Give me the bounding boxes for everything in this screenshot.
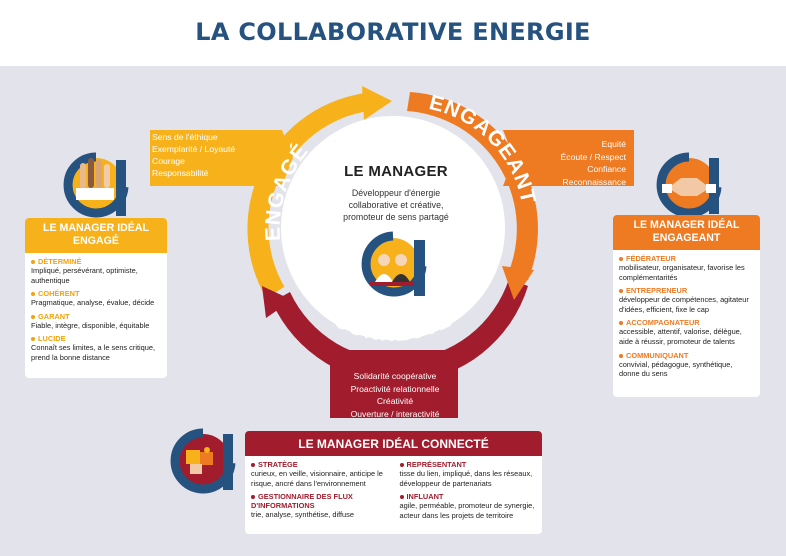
trait-title: GESTIONNAIRE DES FLUX D'INFORMATIONS [251, 492, 353, 511]
trait-desc: convivial, pédagogue, synthétique, donne… [619, 359, 733, 379]
card-header-line: ENGAGEANT [652, 232, 721, 244]
trait-desc: agile, perméable, promoteur de synergie,… [399, 501, 535, 520]
ring-segment-engage [247, 92, 376, 299]
trait-desc: curieux, en veille, visionnaire, anticip… [251, 469, 383, 488]
values-bottom: Solidarité coopérative Proactivité relat… [332, 370, 458, 420]
center-title: LE MANAGER [344, 163, 448, 180]
card-header: LE MANAGER IDÉAL ENGAGEANT [613, 215, 760, 250]
trait-title: ACCOMPAGNATEUR [626, 318, 700, 328]
value-item: Responsabilité [152, 168, 209, 178]
card-header-line: LE MANAGER IDÉAL [43, 222, 149, 234]
center-desc-line: Développeur d'énergie [351, 188, 441, 198]
ring-arrow-orange [502, 266, 534, 300]
raised-hands-icon [63, 152, 129, 218]
ring-segment-connecte [272, 279, 528, 383]
card-header-line: LE MANAGER IDÉAL [633, 219, 740, 231]
trait-desc: accessible, attentif, valorise, délègue,… [619, 327, 742, 346]
page-title: LA COLLABORATIVE ENERGIE [195, 18, 591, 46]
trait-title: DÉTERMINÉ [38, 257, 82, 266]
values-arrow-right [503, 130, 634, 186]
card-header: LE MANAGER IDÉAL ENGAGÉ [25, 218, 167, 253]
trait-title: COMMUNIQUANT [626, 350, 689, 360]
managers-duo-icon [361, 231, 427, 297]
center-desc-line: collaborative et créative, [348, 200, 444, 210]
trait-desc: Pragmatique, analyse, évalue, décide [31, 298, 155, 308]
ring-arrow-yellow [362, 86, 392, 120]
puzzle-icon [170, 428, 236, 494]
values-left: Sens de l'éthique Exemplarité / Loyauté … [152, 131, 262, 179]
ring-segment-engageant [407, 92, 538, 280]
ring-arrow-red [262, 286, 292, 318]
trait-desc: Impliqué, persévérant, optimiste, authen… [31, 266, 138, 285]
card-header-line: ENGAGÉ [73, 235, 119, 247]
trait-desc: Fiable, intègre, disponible, équitable [31, 320, 150, 330]
trait-title: GARANT [38, 311, 70, 321]
value-item: Ouverture / interactivité [350, 408, 440, 419]
trait-title: REPRÉSENTANT [406, 460, 467, 469]
value-item: Écoute / Respect [560, 151, 626, 162]
value-item: Sens de l'éthique [152, 132, 218, 142]
value-item: Courage [152, 156, 185, 166]
center-desc-line: promoteur de sens partagé [343, 212, 449, 222]
center-circle [281, 116, 505, 340]
center-description: Développeur d'énergie collaborative et c… [316, 187, 476, 223]
trait-desc: développeur de compétences, agitateur d'… [619, 295, 749, 314]
value-item: Créativité [376, 396, 414, 406]
value-item: Exemplarité / Loyauté [152, 144, 236, 154]
values-arrow-left [150, 130, 293, 186]
trait-title: STRATÈGE [258, 460, 298, 469]
trait-desc: mobilisateur, organisateur, favorise les… [619, 263, 745, 282]
trait-title: FÉDÉRATEUR [626, 254, 676, 263]
values-right: Equité Écoute / Respect Confiance Reconn… [530, 138, 626, 188]
value-item: Reconnaissance [562, 176, 626, 187]
trait-desc: trie, analyse, synthétise, diffuse [251, 510, 354, 520]
trait-title: COHÉRENT [38, 289, 80, 299]
trait-title: LUCIDE [38, 334, 66, 344]
trait-title: ENTREPRENEUR [626, 286, 688, 296]
value-item: Solidarité coopérative [353, 371, 437, 381]
card-header: LE MANAGER IDÉAL CONNECTÉ [245, 431, 542, 456]
value-item: Proactivité relationnelle [350, 383, 440, 394]
trait-desc: Connaît ses limites, a le sens critique,… [31, 343, 156, 362]
value-item: Confiance [587, 164, 626, 174]
trait-desc: tisse du lien, impliqué, dans les réseau… [399, 469, 533, 488]
trait-title: INFLUANT [406, 492, 444, 502]
handshake-icon [656, 152, 722, 218]
value-item: Equité [601, 139, 626, 149]
